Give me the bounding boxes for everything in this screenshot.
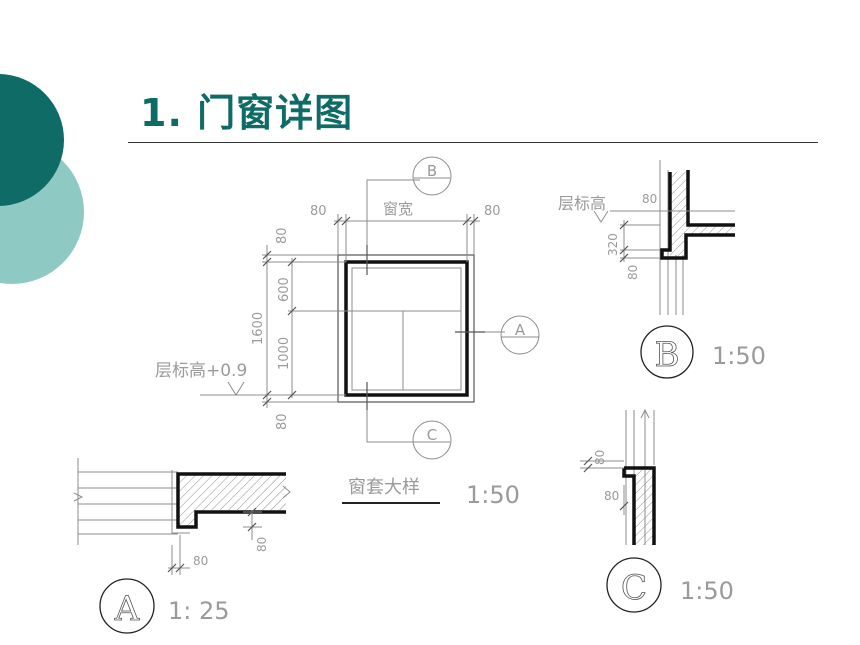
dim-80-top: 80 <box>275 227 290 244</box>
detail-c-scale: 1:50 <box>680 577 734 605</box>
detail-c-hatch <box>634 467 654 545</box>
detail-b-dim-80-top: 80 <box>642 192 657 206</box>
title-divider <box>128 142 818 143</box>
detail-b-dim-320: 320 <box>606 233 620 256</box>
callout-b-label: B <box>427 162 437 180</box>
detail-b: 层标高 80 320 80 B 1:50 <box>558 160 766 379</box>
detail-c-dim-80-mid: 80 <box>604 489 619 503</box>
detail-a-dim-80-bottom: 80 <box>255 537 269 552</box>
detail-b-hatch <box>670 172 733 258</box>
detail-c-marker: C <box>621 568 647 608</box>
detail-a-marker-circle <box>99 578 155 634</box>
dim-1600: 1600 <box>251 312 266 345</box>
detail-b-level: 层标高 <box>558 194 606 213</box>
detail-a-profile <box>176 472 286 529</box>
caption-label: 窗套大样 <box>348 477 420 498</box>
dim-left-80: 80 <box>310 204 327 219</box>
detail-a-hatch <box>178 474 286 527</box>
detail-c-dim-80-top: 80 <box>593 450 607 465</box>
detail-b-dim-80-bottom: 80 <box>626 265 640 280</box>
detail-b-profile <box>686 170 735 227</box>
callout-a: A <box>500 315 540 355</box>
level-label: 层标高+0.9 <box>155 361 247 381</box>
detail-b-scale: 1:50 <box>712 342 766 370</box>
detail-a-marker: A <box>114 589 140 629</box>
dim-80-bottom: 80 <box>275 413 290 430</box>
callout-a-label: A <box>515 321 526 339</box>
dark-teal-circle <box>0 74 64 206</box>
dim-right-80: 80 <box>484 204 501 219</box>
slide-title: 1. 门窗详图 <box>140 91 354 135</box>
callout-c: C <box>412 420 452 460</box>
detail-c-profile <box>624 466 656 545</box>
window-opening <box>351 267 462 391</box>
dim-window-width: 窗宽 <box>383 200 413 218</box>
dim-600: 600 <box>277 277 292 302</box>
caption-scale: 1:50 <box>466 481 520 509</box>
window-elevation: B A C 80 窗宽 80 <box>155 156 540 509</box>
detail-c: 80 80 C 1:50 <box>580 408 734 613</box>
detail-a-dim-80-right: 80 <box>193 554 208 568</box>
detail-b-marker: B <box>655 335 680 375</box>
leader-b <box>366 179 420 245</box>
callout-c-label: C <box>427 426 437 444</box>
detail-a: 80 80 A 1: 25 <box>73 458 291 634</box>
window-trim-inner <box>344 260 469 397</box>
detail-b-marker-circle <box>640 325 694 379</box>
dim-1000: 1000 <box>277 337 292 370</box>
detail-c-marker-circle <box>606 557 662 613</box>
leader-c <box>366 410 415 443</box>
detail-a-scale: 1: 25 <box>168 597 230 625</box>
callout-b: B <box>412 156 452 196</box>
window-trim-outer <box>337 254 475 403</box>
